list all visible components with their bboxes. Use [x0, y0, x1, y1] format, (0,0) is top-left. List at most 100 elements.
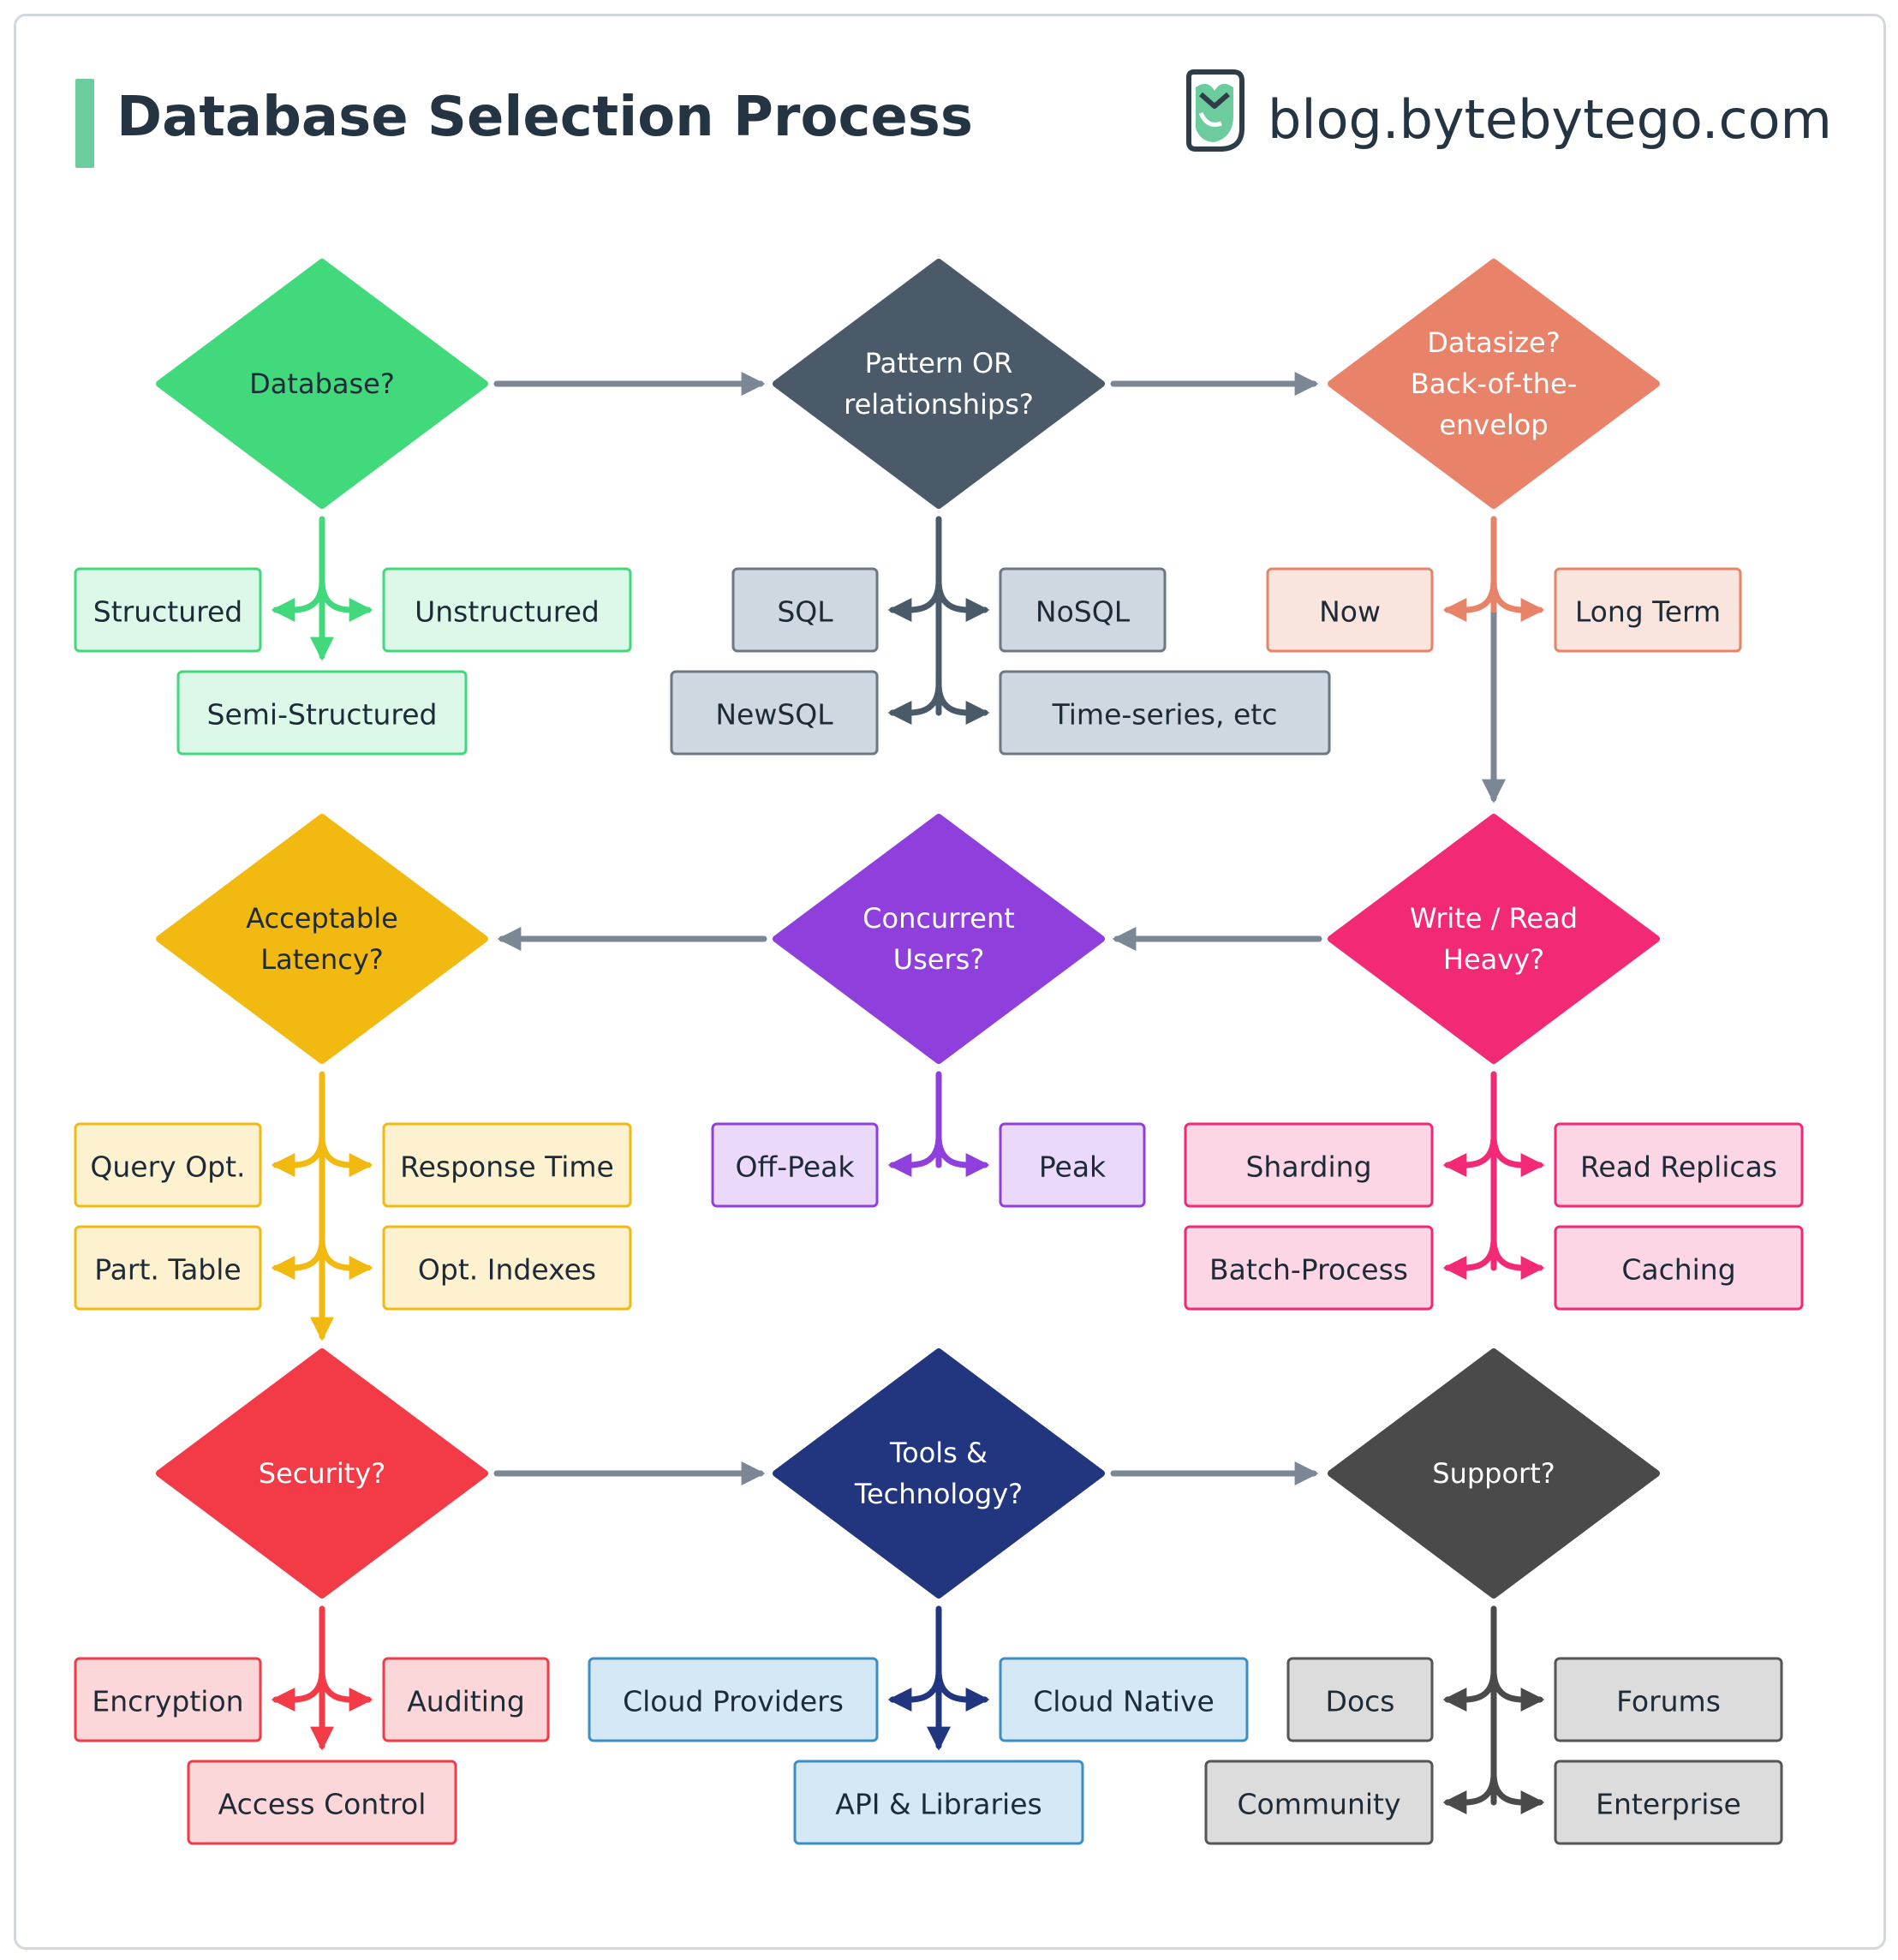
option-label: Encryption	[92, 1685, 243, 1718]
decision-diamond	[1328, 259, 1660, 509]
option-long-term: Long Term	[1554, 567, 1742, 653]
branch-arrow-right-write-read	[1490, 1132, 1545, 1177]
option-label: Semi-Structured	[207, 698, 438, 732]
option-query-opt: Query Opt.	[74, 1122, 262, 1208]
decision-label: Support?	[1432, 1457, 1555, 1490]
brand-url: blog.bytebytego.com	[1268, 88, 1832, 151]
option-box	[74, 567, 262, 653]
branch-arrow-left-datasize	[1442, 577, 1497, 622]
decision-diamond	[1328, 1348, 1660, 1598]
option-encryption: Encryption	[74, 1657, 262, 1742]
option-label: Opt. Indexes	[418, 1253, 596, 1287]
decision-label: Heavy?	[1443, 943, 1544, 976]
option-label: Structured	[93, 595, 242, 629]
decision-diamond	[773, 814, 1105, 1064]
decision-label: Users?	[893, 943, 985, 976]
option-label: Community	[1238, 1788, 1401, 1821]
decision-security: Security?	[156, 1348, 488, 1598]
option-box	[1554, 1225, 1804, 1311]
decision-database: Database?	[156, 259, 488, 509]
decision-diamond	[156, 259, 488, 509]
option-peak: Peak	[999, 1122, 1146, 1208]
option-label: SQL	[777, 595, 833, 629]
option-batch-process: Batch-Process	[1184, 1225, 1434, 1311]
option-box	[1554, 1760, 1783, 1845]
option-docs: Docs	[1286, 1657, 1434, 1742]
decision-diamond	[156, 1348, 488, 1598]
decision-label: Tools &	[889, 1437, 988, 1469]
option-box	[711, 1122, 879, 1208]
option-semi-structured: Semi-Structured	[176, 670, 468, 756]
branch-arrow-right-latency	[319, 1235, 373, 1280]
option-label: Auditing	[407, 1685, 525, 1718]
option-box	[1554, 567, 1742, 653]
option-api-libraries: API & Libraries	[793, 1760, 1084, 1845]
decision-label: Database?	[249, 368, 395, 400]
decision-label: Datasize?	[1427, 326, 1560, 359]
option-label: Batch-Process	[1209, 1253, 1408, 1287]
branch-arrow-right-database	[319, 577, 373, 622]
option-box	[670, 670, 879, 756]
branch-arrow-right-security	[319, 1667, 373, 1712]
decision-label: Acceptable	[246, 902, 398, 935]
option-box	[382, 1122, 632, 1208]
option-box	[382, 1225, 632, 1311]
option-box	[999, 670, 1331, 756]
branch-arrow-right-concurrent	[935, 1132, 990, 1177]
option-box	[1554, 1657, 1783, 1742]
option-label: Enterprise	[1596, 1788, 1741, 1821]
option-box	[1286, 1657, 1434, 1742]
decision-label: Latency?	[260, 943, 383, 976]
option-label: Long Term	[1575, 595, 1721, 629]
branch-arrow-left-tools	[887, 1667, 942, 1712]
option-box	[999, 1657, 1249, 1742]
branch-arrow-left-support	[1442, 1667, 1497, 1712]
option-sharding: Sharding	[1184, 1122, 1434, 1208]
option-part-table: Part. Table	[74, 1225, 262, 1311]
branch-arrow-left-pattern	[887, 680, 942, 725]
option-structured: Structured	[74, 567, 262, 653]
option-label: Now	[1319, 595, 1381, 629]
decision-tools: Tools &Technology?	[773, 1348, 1105, 1598]
option-caching: Caching	[1554, 1225, 1804, 1311]
option-box	[74, 1225, 262, 1311]
option-community: Community	[1204, 1760, 1434, 1845]
option-label: NewSQL	[715, 698, 833, 732]
option-sql: SQL	[731, 567, 879, 653]
page-title: Database Selection Process	[116, 86, 973, 149]
option-box	[382, 567, 632, 653]
option-newsql: NewSQL	[670, 670, 879, 756]
option-read-replicas: Read Replicas	[1554, 1122, 1804, 1208]
option-response-time: Response Time	[382, 1122, 632, 1208]
branch-arrow-left-latency	[271, 1132, 325, 1177]
option-label: Response Time	[400, 1150, 614, 1184]
option-label: Cloud Providers	[623, 1685, 844, 1718]
option-label: Read Replicas	[1580, 1150, 1777, 1184]
option-box	[1204, 1760, 1434, 1845]
branch-arrow-left-write-read	[1442, 1235, 1497, 1280]
option-time-series-etc: Time-series, etc	[999, 670, 1331, 756]
option-unstructured: Unstructured	[382, 567, 632, 653]
option-opt-indexes: Opt. Indexes	[382, 1225, 632, 1311]
decision-support: Support?	[1328, 1348, 1660, 1598]
option-box	[1266, 567, 1434, 653]
option-label: Time-series, etc	[1052, 698, 1278, 732]
option-label: Docs	[1326, 1685, 1395, 1718]
branch-arrow-right-tools	[935, 1667, 990, 1712]
owl-book-icon	[1186, 69, 1244, 152]
option-box	[731, 567, 879, 653]
decision-datasize: Datasize? Back-of-the-envelop	[1328, 259, 1660, 509]
decision-label: envelop	[1439, 409, 1548, 441]
option-now: Now	[1266, 567, 1434, 653]
option-enterprise: Enterprise	[1554, 1760, 1783, 1845]
option-box	[74, 1657, 262, 1742]
decision-label: relationships?	[844, 388, 1034, 421]
decision-label: Back-of-the-	[1411, 368, 1578, 400]
branch-arrow-right-write-read	[1490, 1235, 1545, 1280]
option-label: Sharding	[1245, 1150, 1371, 1184]
branch-arrow-left-security	[271, 1667, 325, 1712]
